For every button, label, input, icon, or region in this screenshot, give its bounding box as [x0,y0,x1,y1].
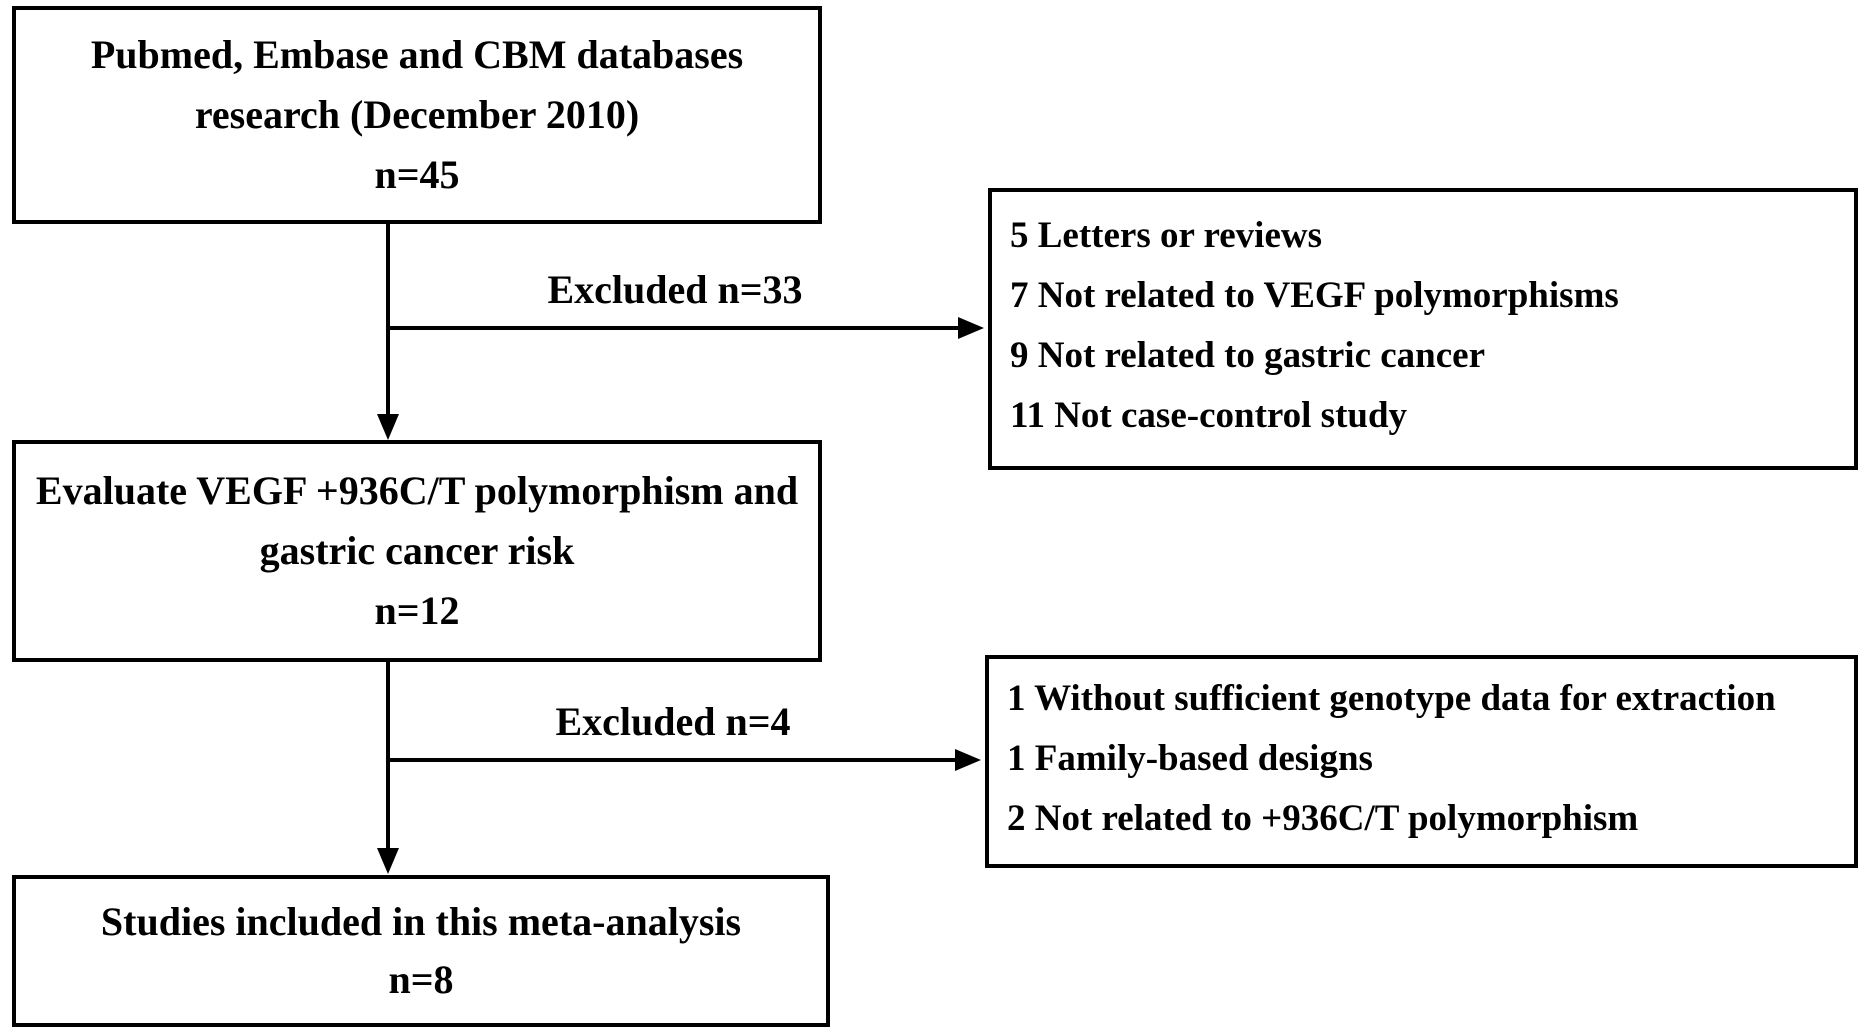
excluded1-item: 7 Not related to VEGF polymorphisms [1010,275,1619,316]
arrowhead-right-2-icon [955,749,981,771]
arrowhead-down-2-icon [377,848,399,874]
box-database-search: Pubmed, Embase and CBM databases researc… [12,6,822,224]
box-database-search-line2: research (December 2010) [194,92,640,137]
branch-label-excluded-33: Excluded n=33 [547,267,803,312]
box-database-search-count: n=45 [374,152,460,197]
connector-vertical-1 [386,222,390,416]
box-excluded-reasons-1: 5 Letters or reviews 7 Not related to VE… [988,188,1858,470]
excluded2-item: 1 Family-based designs [1007,738,1373,779]
excluded2-item: 2 Not related to +936C/T polymorphism [1007,798,1639,839]
branch-label-excluded-4: Excluded n=4 [555,699,791,744]
excluded1-item: 5 Letters or reviews [1010,215,1322,256]
box-included-line1: Studies included in this meta-analysis [100,899,742,944]
box-evaluate-line1: Evaluate VEGF +936C/T polymorphism and [35,468,799,513]
box-evaluate-count: n=12 [374,588,460,633]
excluded2-item: 1 Without sufficient genotype data for e… [1007,678,1776,719]
arrowhead-right-1-icon [958,317,984,339]
box-included-count: n=8 [388,957,454,1002]
box-evaluate: Evaluate VEGF +936C/T polymorphism and g… [12,440,822,662]
box-database-search-line1: Pubmed, Embase and CBM databases [90,32,744,77]
excluded1-item: 9 Not related to gastric cancer [1010,335,1486,376]
connector-horizontal-1 [386,326,962,330]
excluded1-item: 11 Not case-control study [1010,395,1408,436]
box-included: Studies included in this meta-analysis n… [12,875,830,1027]
arrowhead-down-1-icon [377,414,399,440]
connector-horizontal-2 [386,758,959,762]
box-evaluate-line2: gastric cancer risk [259,528,575,573]
box-excluded-reasons-2: 1 Without sufficient genotype data for e… [985,655,1858,868]
connector-vertical-2 [386,660,390,850]
